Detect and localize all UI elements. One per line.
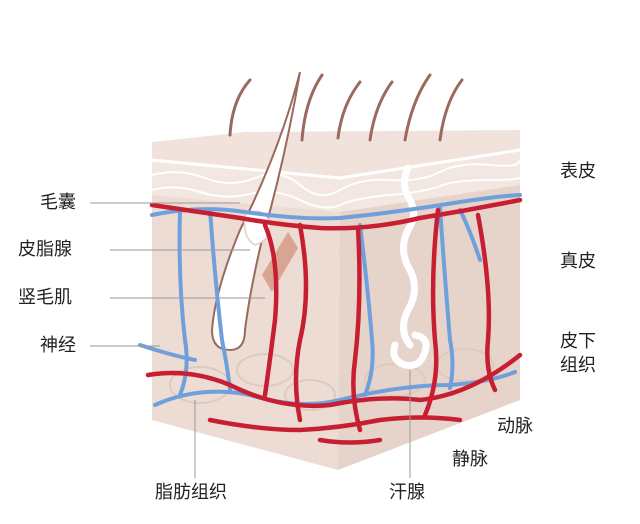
label-epidermis: 表皮 — [560, 161, 596, 182]
label-vein: 静脉 — [452, 449, 488, 470]
arrector-pili-muscle — [262, 232, 298, 292]
label-sweat-gland: 汗腺 — [389, 482, 425, 503]
epidermis-top-surface — [152, 130, 520, 178]
sweat-gland — [390, 164, 430, 369]
label-dermis: 真皮 — [560, 251, 596, 272]
label-hair-follicle: 毛囊 — [40, 192, 76, 213]
label-subcutaneous-1: 皮下 — [560, 331, 596, 352]
adipose-bumps — [169, 348, 494, 411]
label-sebaceous-gland: 皮脂腺 — [18, 239, 72, 260]
epidermis-wave-2 — [151, 175, 522, 209]
arteries — [145, 197, 523, 445]
label-artery: 动脉 — [497, 416, 533, 437]
surface-line — [151, 148, 521, 180]
label-nerve: 神经 — [40, 335, 76, 356]
label-arrector-pili: 竖毛肌 — [18, 287, 72, 308]
label-subcutaneous-2: 组织 — [560, 355, 596, 376]
skin-block — [151, 130, 522, 470]
hair-strands — [228, 73, 464, 142]
label-adipose-tissue: 脂肪组织 — [155, 482, 227, 503]
leader-lines — [90, 202, 411, 478]
epidermis-wave-1 — [151, 159, 521, 196]
